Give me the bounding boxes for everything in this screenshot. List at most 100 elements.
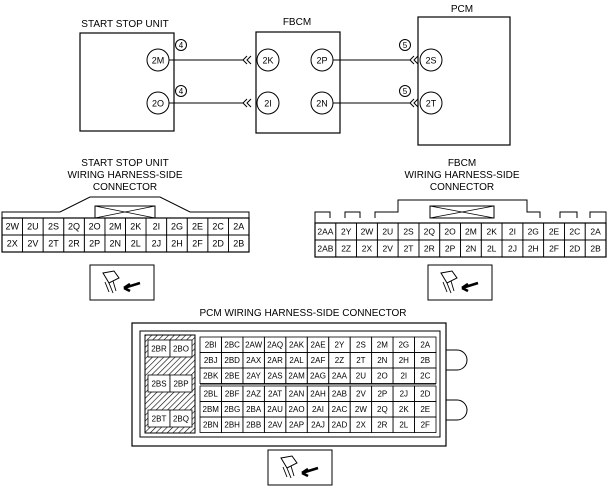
pcm-connector-lower-pin-label: 2AC (332, 405, 348, 414)
pcm-connector-lower-pin-label: 2AT (268, 390, 282, 399)
start-stop-connector-pin-label: 2L (131, 239, 141, 249)
fbcm-connector-pin-label: 2X (362, 244, 373, 254)
pcm-connector-upper-pin-label: 2N (377, 356, 387, 365)
pcm-connector-upper-pin-label: 2S (356, 341, 366, 350)
pcm-connector-left-cell (169, 374, 193, 393)
fbcm-connector-pin-label: 2AB (317, 244, 333, 254)
pcm-connector-lower-pin-label: 2L (399, 421, 408, 430)
fbcm-label: FBCM (283, 17, 311, 28)
pcm-connector-lower-pin-label: 2BN (203, 421, 219, 430)
pcm-connector-upper-cell (414, 367, 437, 384)
pcm-connector-upper-pin-label: 2T (356, 356, 365, 365)
start-stop-connector-pin-label: 2K (130, 222, 141, 232)
pcm-connector-lower-pin-label: 2AN (289, 390, 305, 399)
fbcm-box (255, 31, 341, 134)
pcm-connector-lower-pin-label: 2AB (332, 390, 347, 399)
pcm-connector-lower-pin-label: 2AV (268, 421, 283, 430)
start-stop-connector-pin-label: 2D (212, 239, 224, 249)
pcm-connector-upper-pin-label: 2Z (335, 356, 344, 365)
fbcm-connector-title-3: CONNECTOR (430, 182, 494, 193)
pcm-pin-2s: 2S (425, 56, 436, 66)
fbcm-connector-pin-label: 2G (528, 227, 539, 237)
start-stop-connector-pin-label: 2R (68, 239, 80, 249)
pcm-connector-lower-pin-label: 2K (399, 405, 409, 414)
start-stop-connector-pin-label: 2P (89, 239, 100, 249)
pcm-connector-lower-pin-label: 2D (420, 390, 430, 399)
pcm-connector-lower-pin-label: 2AJ (311, 421, 325, 430)
fbcm-connector-pin-label: 2O (444, 227, 456, 237)
start-stop-unit-label: START STOP UNIT (81, 19, 168, 30)
pcm-connector-upper-pin-label: 2A (420, 341, 430, 350)
pcm-label: PCM (451, 4, 473, 15)
start-stop-connector-pin-label: 2U (27, 222, 39, 232)
pcm-connector-lower-pin-label: 2BB (246, 421, 261, 430)
fbcm-connector-pin-label: 2W (361, 227, 374, 237)
pcm-connector-upper-pin-label: 2BC (224, 341, 240, 350)
wire-number-4-lower: 4 (179, 87, 184, 96)
pcm-connector-lower-pin-label: 2Q (377, 405, 388, 414)
pcm-connector-upper-pin-label: 2BI (205, 341, 217, 350)
start-stop-connector-pin-label: 2N (109, 239, 121, 249)
pcm-connector-lower-pin-label: 2E (420, 405, 430, 414)
pcm-connector-lower-pin-label: 2W (355, 405, 367, 414)
pcm-connector-upper-pin-label: 2AX (246, 356, 262, 365)
pcm-connector-upper-pin-label: 2O (377, 372, 388, 381)
start-stop-unit-box (79, 32, 175, 132)
pcm-connector-left-pin-label: 2BQ (173, 414, 189, 423)
start-stop-connector-pin-label: 2H (171, 239, 183, 249)
pcm-connector-upper-pin-label: 2AA (332, 372, 348, 381)
pcm-connector-upper-pin-label: 2BE (225, 372, 240, 381)
fbcm-connector-pin-label: 2B (590, 244, 601, 254)
pcm-connector-lower-pin-label: 2BA (246, 405, 262, 414)
fbcm-connector-pin-label: 2Y (341, 227, 352, 237)
pcm-connector-lower-pin-label: 2BH (224, 421, 240, 430)
start-stop-connector-title-2: WIRING HARNESS-SIDE (67, 170, 182, 181)
start-stop-connector-pin-label: 2B (233, 239, 244, 249)
start-stop-connector-pin-label: 2W (6, 222, 20, 232)
fbcm-connector-pin-label: 2C (569, 227, 580, 237)
wire-number-4-upper: 4 (179, 41, 184, 50)
wire-number-5-upper: 5 (403, 41, 408, 50)
pcm-connector-lower-pin-label: 2AO (289, 405, 305, 414)
fbcm-connector-title-1: FBCM (448, 158, 476, 169)
start-stop-connector-pin-label: 2X (7, 239, 18, 249)
fbcm-connector-pin-label: 2R (424, 244, 435, 254)
pcm-connector-left-pin-label: 2BT (152, 414, 167, 423)
pcm-connector-upper-pin-label: 2AE (310, 341, 325, 350)
start-stop-connector-pin-label: 2V (27, 239, 38, 249)
fbcm-connector-pin-label: 2E (549, 227, 560, 237)
pcm-connector-left-pin-label: 2BR (151, 344, 167, 353)
pcm-connector-upper-pin-label: 2AF (311, 356, 326, 365)
pcm-connector-upper-pin-label: 2AL (289, 356, 304, 365)
pcm-connector-lower-pin-label: 2J (400, 390, 408, 399)
fbcm-connector-pin-label: 2Z (341, 244, 351, 254)
fbcm-connector-pin-label: 2A (590, 227, 601, 237)
start-stop-connector-title-1: START STOP UNIT (81, 158, 168, 169)
pcm-connector-lower-pin-label: 2AU (267, 405, 283, 414)
start-stop-connector-pin-label: 2O (89, 222, 101, 232)
fbcm-connector-pin-label: 2D (569, 244, 580, 254)
pcm-connector-lower-pin-label: 2AD (332, 421, 348, 430)
pcm-connector-left-pin-label: 2BO (173, 344, 189, 353)
pcm-connector-upper-pin-label: 2AW (245, 341, 262, 350)
fbcm-pin-2n: 2N (316, 99, 328, 109)
pcm-connector-lower-pin-label: 2BF (225, 390, 240, 399)
pcm-connector-title: PCM WIRING HARNESS-SIDE CONNECTOR (199, 308, 406, 319)
fbcm-connector-pin-label: 2I (509, 227, 516, 237)
fbcm-pin-2i: 2I (264, 99, 272, 109)
pcm-connector-left-cell (169, 339, 193, 358)
start-stop-connector-pin-label: 2I (153, 222, 161, 232)
pcm-connector-upper-pin-label: 2Y (335, 341, 345, 350)
pcm-connector-upper-pin-label: 2U (356, 372, 366, 381)
pcm-connector-lower-pin-label: 2BM (203, 405, 220, 414)
fbcm-connector-title-2: WIRING HARNESS-SIDE (404, 170, 519, 181)
wire-number-5-lower: 5 (403, 87, 408, 96)
start-stop-connector-title-3: CONNECTOR (93, 182, 157, 193)
pcm-connector-lower-pin-label: 2BG (224, 405, 240, 414)
pcm-connector-lower-pin-label: 2R (377, 421, 387, 430)
pcm-connector-upper-pin-label: 2H (399, 356, 409, 365)
fbcm-connector-cell (584, 239, 607, 258)
